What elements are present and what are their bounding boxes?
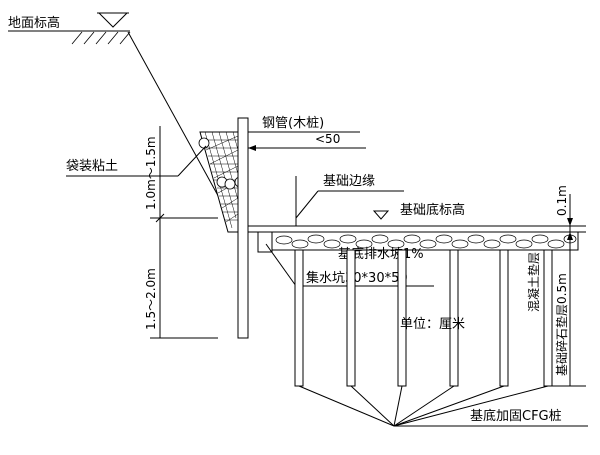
dim-01m-label: 0.1m xyxy=(555,185,569,216)
foundation-edge-label: 基础边缘 xyxy=(323,174,375,189)
steel-pipe-label: 钢管(木桩) xyxy=(262,116,324,131)
cfg-piles xyxy=(294,249,553,387)
pipe-dimension-label: <50 xyxy=(315,132,340,146)
concrete-cushion-label: 混凝土垫层 xyxy=(526,252,541,312)
cfg-pile xyxy=(294,249,304,387)
cfg-pile xyxy=(543,249,553,387)
ground-level-label: 地面标高 xyxy=(8,15,60,31)
cfg-leader-lines xyxy=(298,385,588,427)
gravel-cushion-layer xyxy=(271,231,579,251)
foundation-bottom-level-label: 基础底标高 xyxy=(400,202,465,218)
cfg-pile xyxy=(346,249,356,387)
sandbag-clay-mass xyxy=(198,131,246,233)
lower-height-label: 1.5～2.0m xyxy=(144,268,158,330)
cfg-pile xyxy=(499,249,509,387)
unit-label: 单位：厘米 xyxy=(400,317,465,332)
upper-height-label: 1.0m～1.5m xyxy=(144,136,158,210)
cfg-piles-label: 基底加固CFG桩 xyxy=(470,408,562,424)
ground-level-marker xyxy=(8,12,131,45)
soil-hatch-icon xyxy=(71,31,131,45)
gravel-cushion-label: 基础碎石垫层0.5m xyxy=(554,273,569,376)
foundation-level-triangle-icon xyxy=(372,210,390,220)
level-triangle-icon xyxy=(97,12,129,28)
sandbag-clay-label: 袋装粘土 xyxy=(66,159,118,174)
sump-pit-label: 集水坑30*30*50 xyxy=(306,270,408,286)
steel-pipe xyxy=(237,117,249,339)
